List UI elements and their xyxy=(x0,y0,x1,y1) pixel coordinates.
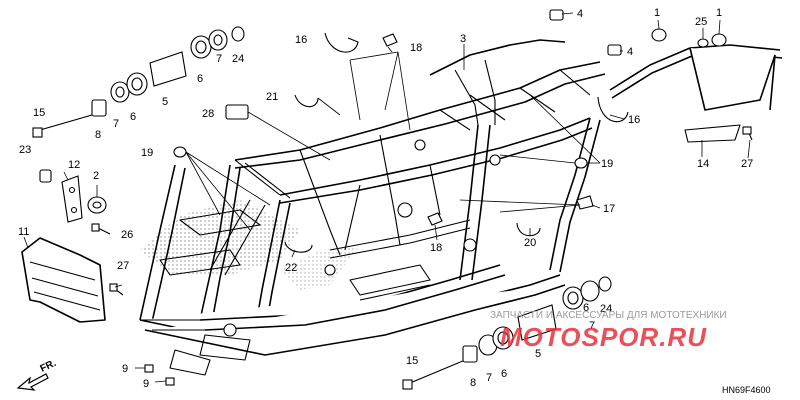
callout-7: 7 xyxy=(589,320,595,332)
callout-4: 4 xyxy=(627,46,633,58)
callout-7: 7 xyxy=(113,118,119,130)
callout-18: 18 xyxy=(410,42,422,54)
callout-11: 11 xyxy=(18,226,29,238)
callout-6: 6 xyxy=(197,73,203,85)
rear-subframe xyxy=(609,44,783,143)
callout-26: 26 xyxy=(121,229,133,241)
callout-8: 8 xyxy=(95,129,101,141)
upper-axle-parts xyxy=(32,26,245,138)
callout-1: 1 xyxy=(654,7,660,19)
callout-4: 4 xyxy=(577,8,583,20)
callout-19: 19 xyxy=(601,158,613,170)
callout-6: 6 xyxy=(501,368,507,380)
callout-2: 2 xyxy=(93,170,99,182)
callout-9: 9 xyxy=(143,378,149,390)
callout-25: 25 xyxy=(695,16,707,28)
watermark-brand: MOTOSPOR.RU xyxy=(500,322,707,352)
callout-16: 16 xyxy=(628,114,640,126)
callout-17: 17 xyxy=(603,203,615,215)
callout-14: 14 xyxy=(697,158,709,170)
callout-18: 18 xyxy=(430,242,442,254)
front-guard xyxy=(21,237,106,323)
shaded-area xyxy=(140,200,360,290)
callout-8: 8 xyxy=(470,377,476,389)
callout-9: 9 xyxy=(122,363,128,375)
callout-1: 1 xyxy=(716,7,722,19)
callout-7: 7 xyxy=(216,53,222,65)
callout-15: 15 xyxy=(406,355,418,367)
callout-15: 15 xyxy=(33,107,45,119)
callout-5: 5 xyxy=(162,96,168,108)
callout-20: 20 xyxy=(524,237,536,249)
callout-5: 5 xyxy=(535,348,541,360)
leader-lines xyxy=(23,12,751,383)
callout-6: 6 xyxy=(583,302,589,314)
lower-axle-parts xyxy=(402,276,612,390)
callout-numbers: 1 1 25 3 4 4 16 18 6 7 24 5 6 7 8 15 21 … xyxy=(18,7,753,390)
callout-12: 12 xyxy=(68,159,80,171)
callout-24: 24 xyxy=(232,53,244,65)
bracket-12 xyxy=(61,175,83,223)
direction-label: FR. xyxy=(39,358,58,375)
callout-27: 27 xyxy=(741,158,753,170)
hardware xyxy=(39,9,753,386)
watermark-subtitle: ЗАПЧАСТИ И АКСЕССУАРЫ ДЛЯ МОТОТЕХНИКИ xyxy=(490,310,727,321)
diagram-code: HN69F4600 xyxy=(722,385,771,395)
callout-16: 16 xyxy=(295,34,307,46)
watermark: ЗАПЧАСТИ И АКСЕССУАРЫ ДЛЯ МОТОТЕХНИКИ MO… xyxy=(490,310,727,352)
callout-3: 3 xyxy=(460,33,466,45)
callout-21: 21 xyxy=(266,91,278,103)
callout-7: 7 xyxy=(486,372,492,384)
callout-22: 22 xyxy=(285,262,297,274)
callout-28: 28 xyxy=(202,108,214,120)
callout-24: 24 xyxy=(600,303,612,315)
callout-27: 27 xyxy=(117,260,129,272)
callout-19: 19 xyxy=(141,147,153,159)
callout-6: 6 xyxy=(130,111,136,123)
callout-23: 23 xyxy=(19,144,31,156)
front-direction-arrow: FR. xyxy=(16,358,58,391)
